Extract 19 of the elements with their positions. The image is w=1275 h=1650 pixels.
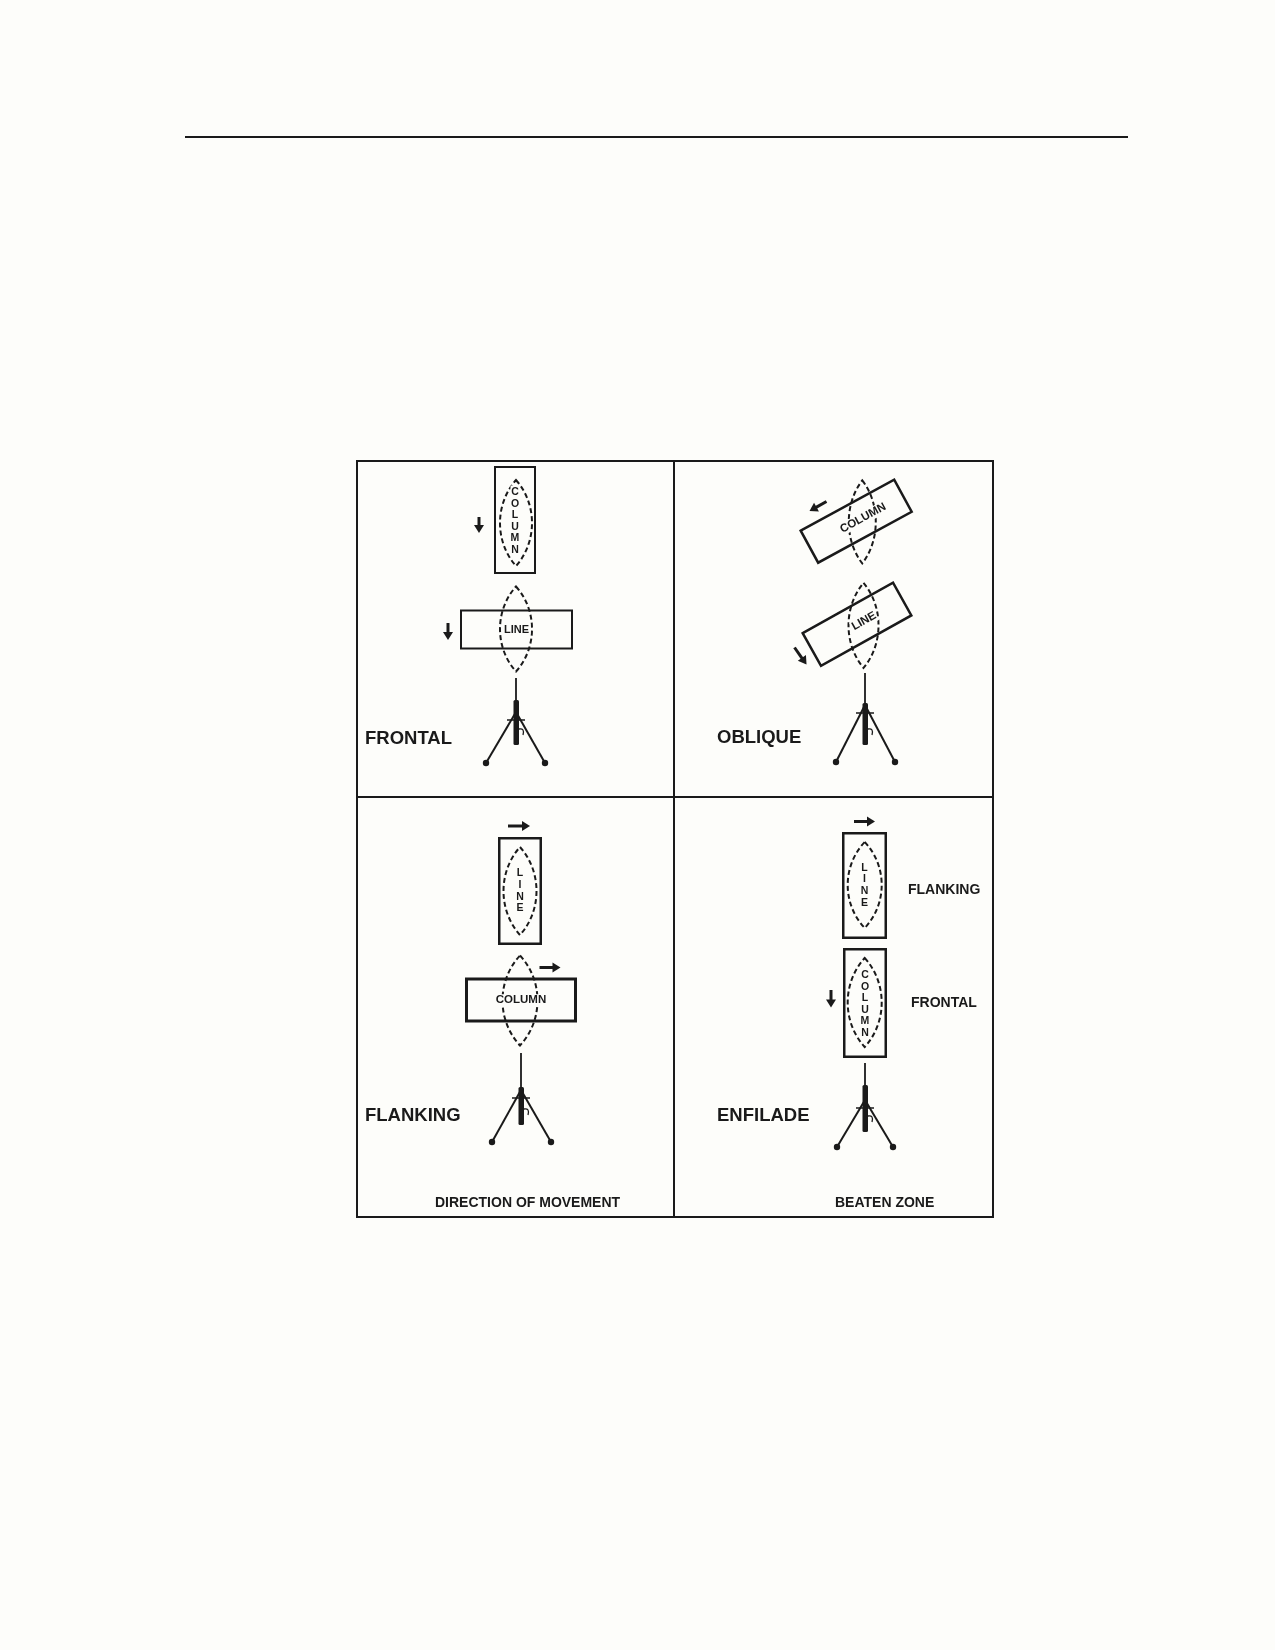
quadrant-panel [673,796,994,1218]
formation-label: COLUMN [510,485,520,555]
formation-with-beaten-zone [842,832,887,939]
side-label: FRONTAL [911,995,977,1010]
quadrant-panel [673,460,994,798]
formation-label: COLUMN [494,993,548,1006]
quadrant-panel [356,460,675,798]
formation-label: COLUMN [860,968,870,1038]
formation-with-beaten-zone [498,837,542,945]
key-label: DIRECTION OF MOVEMENT [435,1195,621,1210]
side-label: FLANKING [908,881,981,896]
formation-with-beaten-zone [843,948,887,1058]
key-label: BEATEN ZONE [835,1195,935,1210]
formation-with-beaten-zone [799,477,914,565]
formation-with-beaten-zone [494,466,536,574]
panel-heading: OBLIQUE [717,727,802,747]
formation-with-beaten-zone [460,584,573,673]
formation-label: LINE [502,623,531,635]
formation-with-beaten-zone [465,953,577,1047]
